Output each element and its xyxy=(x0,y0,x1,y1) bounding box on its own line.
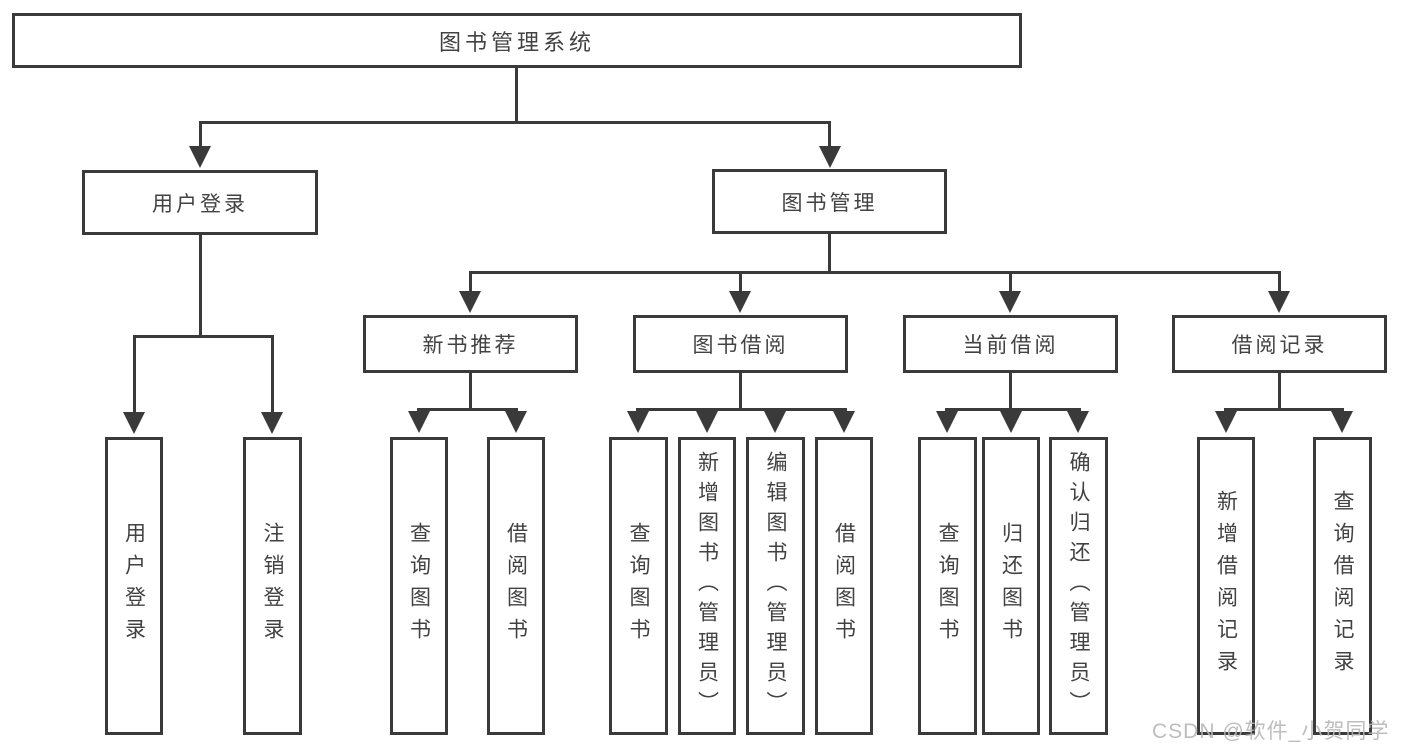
arrowhead-borrow-books-1 xyxy=(505,411,527,433)
leaf-return-books-label: 归还图书 xyxy=(999,522,1023,650)
arrowhead-borrow-records xyxy=(1268,291,1290,313)
connector-book-borrow-stem xyxy=(739,373,742,411)
leaf-borrow-books-2-label: 借阅图书 xyxy=(832,522,856,650)
arrowhead-add-books xyxy=(696,411,718,433)
leaf-logout: 注销登录 xyxy=(243,437,302,735)
arrowhead-book-management xyxy=(819,146,841,168)
leaf-add-books-admin-label: 新增图书（管理员） xyxy=(695,451,719,721)
connector-user-login-stem xyxy=(199,235,202,338)
arrowhead-return-books xyxy=(1000,411,1022,433)
arrowhead-new-books xyxy=(459,291,481,313)
connector-user-login-bar xyxy=(133,335,274,338)
leaf-user-login: 用户登录 xyxy=(105,437,163,735)
connector-to-user-login xyxy=(199,121,202,149)
leaf-add-books-admin: 新增图书（管理员） xyxy=(678,437,736,735)
leaf-add-borrow-record: 新增借阅记录 xyxy=(1197,437,1255,735)
leaf-query-books-2-label: 查询图书 xyxy=(627,522,650,650)
connector-group-borrow-records-bar xyxy=(1224,408,1344,411)
leaf-query-books-3: 查询图书 xyxy=(918,437,977,735)
connector-group-current-borrow-bar xyxy=(945,408,1081,411)
leaf-edit-books-admin: 编辑图书（管理员） xyxy=(746,437,805,735)
leaf-logout-label: 注销登录 xyxy=(261,522,284,650)
connector-current-borrow-stem xyxy=(1009,373,1012,411)
connector-group-book-borrow-bar xyxy=(636,408,847,411)
arrowhead-current-borrow xyxy=(999,291,1021,313)
connector-group-new-books-bar xyxy=(417,408,518,411)
leaf-borrow-books-1: 借阅图书 xyxy=(487,437,545,735)
csdn-watermark: CSDN @软件_小贺同学 xyxy=(1152,720,1390,743)
connector-level1-bar xyxy=(199,121,831,124)
arrowhead-query-books-3 xyxy=(936,411,958,433)
arrowhead-add-borrow-record xyxy=(1215,411,1237,433)
leaf-borrow-books-2: 借阅图书 xyxy=(815,437,873,735)
connector-to-new-books xyxy=(469,271,472,294)
connector-new-books-stem xyxy=(469,373,472,411)
arrowhead-leaf-login xyxy=(123,412,145,434)
arrowhead-query-borrow-record xyxy=(1331,411,1353,433)
node-current-borrowing: 当前借阅 xyxy=(903,315,1118,373)
leaf-confirm-return-admin: 确认归还（管理员） xyxy=(1049,437,1108,735)
connector-book-mgmt-stem xyxy=(828,233,831,274)
connector-to-borrow-records xyxy=(1278,271,1281,294)
arrowhead-book-borrow xyxy=(729,291,751,313)
connector-level3-bar xyxy=(469,271,1281,274)
connector-to-current-borrow xyxy=(1009,271,1012,294)
leaf-query-books-1-label: 查询图书 xyxy=(407,522,431,650)
leaf-edit-books-admin-label: 编辑图书（管理员） xyxy=(764,451,787,721)
leaf-user-login-label: 用户登录 xyxy=(122,522,146,650)
arrowhead-borrow-books-2 xyxy=(833,411,855,433)
leaf-query-borrow-record: 查询借阅记录 xyxy=(1313,437,1372,735)
connector-to-leaf-login xyxy=(133,335,136,415)
arrowhead-edit-books xyxy=(764,411,786,433)
node-user-login: 用户登录 xyxy=(82,170,318,235)
leaf-query-borrow-record-label: 查询借阅记录 xyxy=(1331,490,1354,682)
arrowhead-confirm-return xyxy=(1067,411,1089,433)
connector-to-leaf-logout xyxy=(271,335,274,415)
leaf-query-books-2: 查询图书 xyxy=(609,437,668,735)
leaf-add-borrow-record-label: 新增借阅记录 xyxy=(1214,490,1238,682)
node-book-management: 图书管理 xyxy=(712,169,947,234)
arrowhead-query-books-1 xyxy=(408,411,430,433)
leaf-return-books: 归还图书 xyxy=(982,437,1040,735)
leaf-query-books-3-label: 查询图书 xyxy=(936,522,959,650)
node-book-borrowing: 图书借阅 xyxy=(633,315,848,373)
connector-borrow-records-stem xyxy=(1278,373,1281,411)
arrowhead-user-login xyxy=(189,146,211,168)
arrowhead-query-books-2 xyxy=(627,411,649,433)
connector-root-stem xyxy=(515,68,518,124)
connector-to-book-management xyxy=(828,121,831,149)
node-new-book-recommend: 新书推荐 xyxy=(363,315,578,373)
node-library-management-system: 图书管理系统 xyxy=(12,13,1022,68)
arrowhead-leaf-logout xyxy=(261,412,283,434)
leaf-borrow-books-1-label: 借阅图书 xyxy=(504,522,528,650)
leaf-query-books-1: 查询图书 xyxy=(390,437,448,735)
node-borrowing-records: 借阅记录 xyxy=(1172,315,1387,373)
connector-to-book-borrow xyxy=(739,271,742,294)
leaf-confirm-return-admin-label: 确认归还（管理员） xyxy=(1067,451,1090,721)
